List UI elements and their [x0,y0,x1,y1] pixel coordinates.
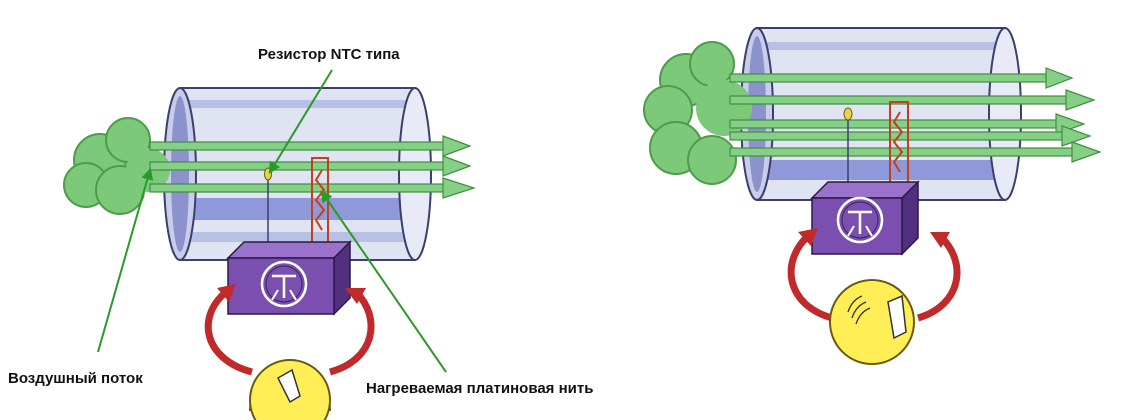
right-tube [740,27,1022,201]
right-sensor [643,27,1102,365]
left-control-box [226,240,352,316]
label-heated-platinum-wire: Нагреваемая платиновая нить [366,380,594,397]
pointer-platinum-wire [320,190,447,373]
label-ntc-resistor: Резистор NTC типа [258,46,400,63]
right-ntc-resistor [843,107,853,190]
arrow-icon [149,177,476,199]
arrow-icon [149,155,472,177]
right-control-box [810,180,920,256]
right-feedback-arrows [787,228,961,322]
transistor-icon [260,260,308,308]
left-airflow-arrows [149,135,476,199]
right-air-cloud-icon [643,41,752,185]
label-air-flow: Воздушный поток [8,370,143,387]
pointer-ntc-resistor [268,69,333,175]
pointer-lines [97,69,447,373]
right-gauge-icon [829,279,915,365]
left-feedback-arrows [204,284,375,376]
arrow-icon [149,135,472,157]
pointer-air-flow [97,167,154,353]
transistor-icon [836,196,884,244]
left-platinum-wire [311,157,329,250]
left-sensor [63,87,476,420]
left-gauge-icon [248,359,332,420]
arrow-icon [729,89,1096,111]
right-platinum-wire [889,101,909,190]
left-tube [163,87,432,261]
arrow-icon [729,67,1074,89]
